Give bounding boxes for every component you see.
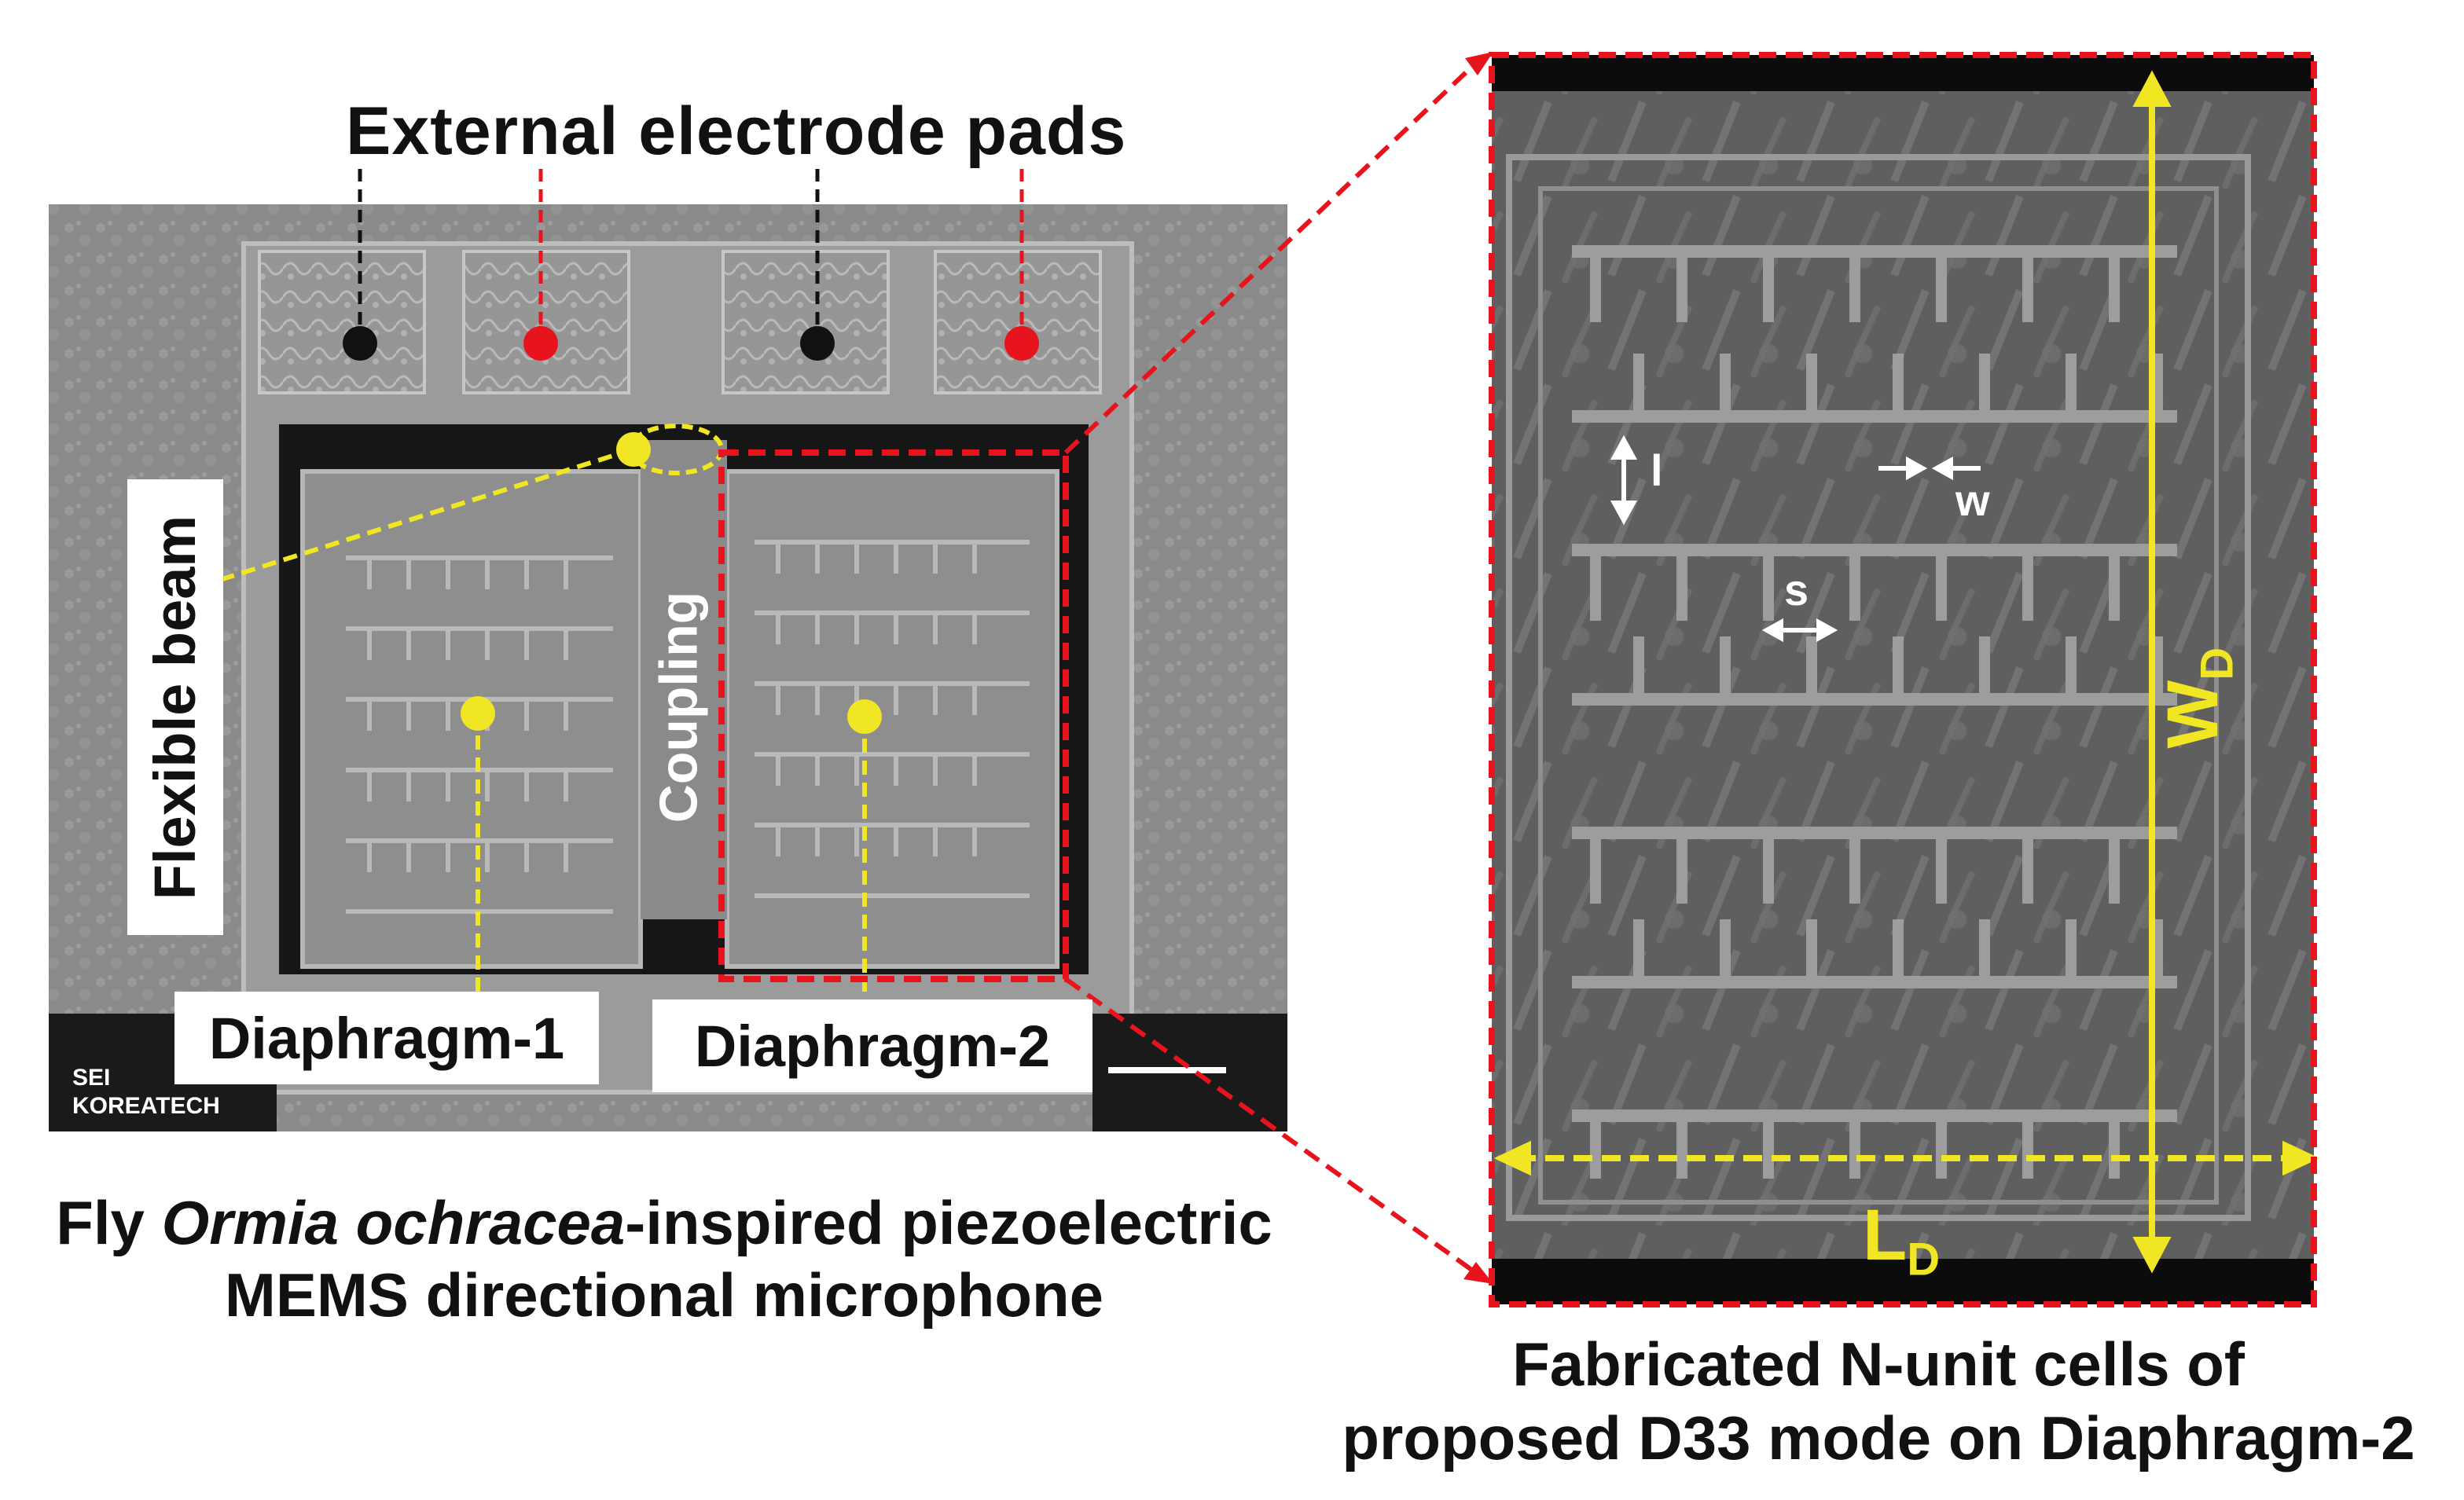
electrode-pad-4 xyxy=(934,250,1102,394)
diaphragm-1-label: Diaphragm-1 xyxy=(174,992,599,1084)
wd-label-sub: D xyxy=(2191,647,2243,680)
caption-right-line-2: proposed D33 mode on Diaphragm-2 xyxy=(1342,1403,2415,1472)
caption-right-line-1: Fabricated N-unit cells of xyxy=(1512,1329,2245,1399)
wd-label: WD xyxy=(2152,647,2243,749)
sem-image-right xyxy=(1492,55,2320,1304)
zoom-line-top xyxy=(1063,61,1478,455)
ld-arrow xyxy=(1493,1140,2320,1176)
diaphragm-2-plate xyxy=(725,469,1059,969)
watermark-line-1: SEI xyxy=(72,1065,111,1091)
coupling-bar xyxy=(641,440,727,919)
flexible-beam-marker xyxy=(616,432,651,467)
electrode-pad-1 xyxy=(258,250,426,394)
zoom-comb-bars xyxy=(1572,245,2177,1122)
zoom-bottom-dark xyxy=(1492,1259,2314,1304)
external-pads-label: External electrode pads xyxy=(346,94,1127,169)
dim-s-arrow xyxy=(1761,618,1838,643)
zoom-frame-plate xyxy=(1506,154,2251,1221)
caption-left: Fly Ormia ochracea-inspired piezoelectri… xyxy=(16,1186,1313,1331)
pad-leader-lines xyxy=(358,169,1024,342)
caption-left-species: Ormia ochracea xyxy=(161,1188,626,1257)
coupling-label: Coupling xyxy=(648,591,709,823)
dim-w-arrows xyxy=(1878,456,1981,481)
caption-left-line-2: MEMS directional microphone xyxy=(224,1260,1104,1330)
pad-marker-black-2 xyxy=(800,326,835,361)
zoom-arrow-bottom xyxy=(1463,1262,1493,1284)
dim-s-label: s xyxy=(1784,565,1809,614)
caption-left-pre: Fly xyxy=(56,1188,162,1257)
flexible-beam-label-box: Flexible beam xyxy=(127,479,223,935)
diaphragm-2-comb xyxy=(755,540,1030,898)
dim-l-arrow xyxy=(1610,435,1638,526)
caption-left-line-1: Fly Ormia ochracea-inspired piezoelectri… xyxy=(16,1186,1313,1259)
wd-label-main: W xyxy=(2153,680,2234,749)
coupling-label-wrap: Coupling xyxy=(635,558,722,856)
zoom-frame-inner xyxy=(1538,186,2219,1205)
diaphragm-1-marker xyxy=(461,696,495,731)
pad-marker-black-1 xyxy=(343,326,377,361)
electrode-pad-3 xyxy=(722,250,890,394)
electrode-pad-2 xyxy=(462,250,630,394)
caption-right: Fabricated N-unit cells of proposed D33 … xyxy=(1289,1328,2464,1475)
zoom-comb-fingers xyxy=(1590,251,2163,1179)
dim-l-label: l xyxy=(1651,446,1663,495)
watermark-line-2: KOREATECH xyxy=(72,1093,220,1119)
wd-arrow xyxy=(2132,70,2172,1274)
flexible-beam-label: Flexible beam xyxy=(142,515,208,900)
dim-w-label: w xyxy=(1955,475,1990,525)
ld-label: LD xyxy=(1863,1194,1940,1285)
zoom-frame xyxy=(1489,52,2317,1307)
zoom-arrow-top xyxy=(1465,52,1493,75)
diaphragm-2-selection xyxy=(718,449,1069,982)
pad-marker-red-1 xyxy=(523,326,558,361)
zoom-top-dark xyxy=(1492,55,2314,91)
diaphragm-2-marker xyxy=(847,699,882,734)
pad-marker-red-2 xyxy=(1004,326,1039,361)
diaphragm-2-label: Diaphragm-2 xyxy=(652,999,1092,1092)
ld-label-main: L xyxy=(1863,1195,1908,1275)
flexible-beam-leader xyxy=(219,447,633,582)
ld-label-sub: D xyxy=(1907,1234,1941,1285)
caption-left-post: -inspired piezoelectric xyxy=(625,1188,1272,1257)
zoom-line-bottom xyxy=(1064,977,1478,1275)
sem-image-left xyxy=(49,204,1287,1131)
watermark: SEI KOREATECH xyxy=(72,1064,220,1120)
